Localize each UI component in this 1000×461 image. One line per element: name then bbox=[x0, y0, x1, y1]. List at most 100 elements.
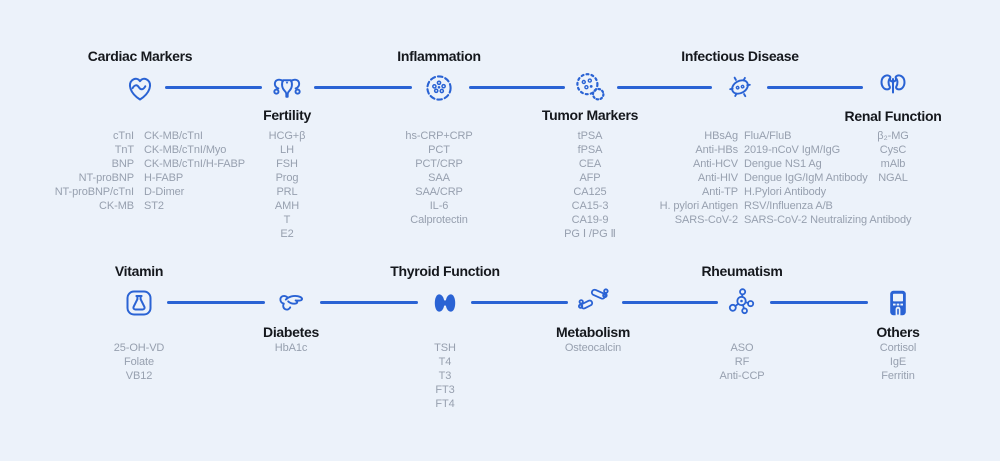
test-item: CEA bbox=[578, 158, 602, 170]
test-item: Anti-TP bbox=[702, 186, 738, 198]
test-item: 25-OH-VD bbox=[113, 342, 165, 354]
test-item: TSH bbox=[434, 342, 456, 354]
test-item: Osteocalcin bbox=[564, 342, 622, 354]
test-item: H. pylori Antigen bbox=[659, 200, 739, 212]
test-item: IgE bbox=[889, 356, 907, 368]
test-item: CysC bbox=[879, 144, 907, 156]
test-item: PRL bbox=[276, 186, 298, 198]
test-item: E2 bbox=[280, 228, 294, 240]
group-title-inflammation: Inflammation bbox=[397, 48, 481, 64]
test-item: 2019-nCoV IgM/IgG bbox=[744, 144, 841, 156]
test-item: RSV/Influenza A/B bbox=[744, 200, 833, 212]
group-title-tumor-markers: Tumor Markers bbox=[541, 107, 639, 123]
test-item: SARS-CoV-2 Neutralizing Antibody bbox=[744, 214, 912, 226]
test-item: AFP bbox=[579, 172, 601, 184]
bacteria-icon bbox=[720, 67, 760, 107]
group-title-diabetes: Diabetes bbox=[263, 324, 319, 340]
test-item: mAlb bbox=[880, 158, 906, 170]
tumor-cell-icon bbox=[570, 67, 610, 107]
test-item: FluA/FluB bbox=[744, 130, 792, 142]
test-item: PG Ⅰ /PG Ⅱ bbox=[564, 228, 616, 240]
test-item: Anti-CCP bbox=[719, 370, 765, 382]
test-item: Anti-HIV bbox=[697, 172, 738, 184]
test-item: CA125 bbox=[573, 186, 607, 198]
test-item: T bbox=[283, 214, 291, 226]
timeline-segment bbox=[314, 86, 412, 89]
uterus-icon bbox=[267, 67, 307, 107]
test-item: CK-MB/cTnI bbox=[144, 130, 203, 142]
test-item: Dengue IgG/IgM Antibody bbox=[744, 172, 868, 184]
pancreas-icon bbox=[271, 282, 311, 322]
timeline-segment bbox=[622, 301, 718, 304]
group-title-vitamin: Vitamin bbox=[114, 263, 164, 279]
test-item: ASO bbox=[730, 342, 754, 354]
test-item: ST2 bbox=[144, 200, 164, 212]
test-item: SAA bbox=[428, 172, 450, 184]
test-item: NT-proBNP/cTnI bbox=[54, 186, 134, 198]
timeline-segment bbox=[617, 86, 712, 89]
test-item: Prog bbox=[275, 172, 299, 184]
timeline-segment bbox=[167, 301, 265, 304]
test-item: Ferritin bbox=[881, 370, 915, 382]
bone-joint-icon bbox=[573, 279, 613, 319]
group-title-cardiac-markers: Cardiac Markers bbox=[87, 48, 193, 64]
group-title-fertility: Fertility bbox=[263, 107, 311, 123]
test-item: tPSA bbox=[577, 130, 603, 142]
group-title-metabolism: Metabolism bbox=[555, 324, 631, 340]
test-item: Dengue NS1 Ag bbox=[744, 158, 822, 170]
thyroid-icon bbox=[425, 283, 465, 323]
timeline-segment bbox=[767, 86, 863, 89]
test-item: RF bbox=[734, 356, 750, 368]
test-item: H.Pylori Antibody bbox=[744, 186, 827, 198]
test-item: Cortisol bbox=[879, 342, 917, 354]
test-item: FSH bbox=[276, 158, 298, 170]
test-item: SARS-CoV-2 bbox=[674, 214, 738, 226]
test-item: Folate bbox=[124, 356, 154, 368]
test-item: HBsAg bbox=[704, 130, 738, 142]
test-item: Anti-HBs bbox=[695, 144, 738, 156]
test-item: T3 bbox=[438, 370, 452, 382]
test-item: IL-6 bbox=[429, 200, 449, 212]
group-title-thyroid-function: Thyroid Function bbox=[390, 263, 500, 279]
infectious-disease-column-2: FluA/FluB 2019-nCoV IgM/IgG Dengue NS1 Ag D… bbox=[744, 129, 911, 227]
flask-icon bbox=[119, 283, 159, 323]
test-item: CK-MB bbox=[99, 200, 134, 212]
test-item: HbA1c bbox=[274, 342, 308, 354]
group-title-infectious-disease: Infectious Disease bbox=[681, 48, 799, 64]
test-item: NGAL bbox=[878, 172, 908, 184]
test-item: Calprotectin bbox=[410, 214, 468, 226]
group-title-rheumatism: Rheumatism bbox=[701, 263, 783, 279]
test-item: NT-proBNP bbox=[78, 172, 134, 184]
kidneys-icon bbox=[873, 64, 913, 104]
test-item: Anti-HCV bbox=[692, 158, 738, 170]
metabolism-list: Osteocalcin bbox=[565, 341, 621, 355]
rheumatism-list: ASO RF Anti-CCP bbox=[719, 341, 764, 383]
timeline-segment bbox=[770, 301, 868, 304]
timeline-segment bbox=[469, 86, 565, 89]
test-item: CK-MB/cTnI/Myo bbox=[144, 144, 227, 156]
poct-device-icon bbox=[878, 283, 918, 323]
test-item: BNP bbox=[111, 158, 134, 170]
test-item: TnT bbox=[114, 144, 134, 156]
test-item: hs-CRP+CRP bbox=[405, 130, 473, 142]
test-item: CK-MB/cTnI/H-FABP bbox=[144, 158, 245, 170]
group-title-renal-function: Renal Function bbox=[844, 108, 942, 124]
test-item: SAA/CRP bbox=[415, 186, 463, 198]
test-item: PCT bbox=[428, 144, 450, 156]
test-item: D-Dimer bbox=[144, 186, 185, 198]
heart-pulse-icon bbox=[120, 68, 160, 108]
group-title-others: Others bbox=[876, 324, 920, 340]
test-item: H-FABP bbox=[144, 172, 184, 184]
test-item: HCG+β bbox=[268, 130, 306, 142]
test-item: VB12 bbox=[125, 370, 153, 382]
